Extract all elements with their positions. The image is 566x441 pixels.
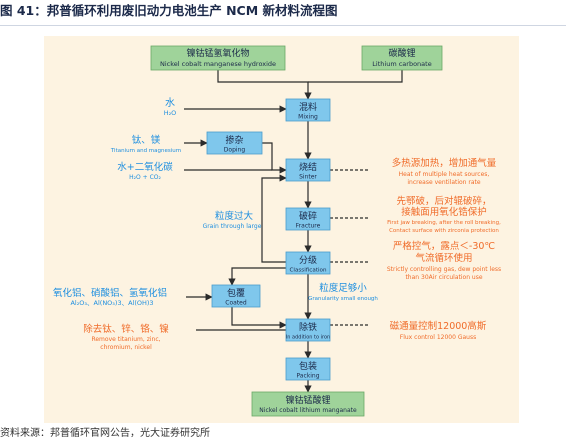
arrow-recycle-to-sinter <box>261 174 287 263</box>
product-zh: 镍钴锰酸锂 <box>285 394 330 406</box>
remove-metals-label: 除去钛、锌、铬、镍 Remove titanium, zinc, chromiu… <box>83 323 169 351</box>
note-air-en-2: than 30Air circulation use <box>405 274 482 281</box>
coated-box: 包覆 Coated <box>211 284 261 308</box>
note-air-zh-2: 气流循环使用 <box>415 252 472 264</box>
input-grain-small-zh: 粒度足够小 <box>319 282 367 294</box>
source-note: 资料来源：邦普循环官网公告，光大证券研究所 <box>0 428 210 439</box>
classification-zh: 分级 <box>299 254 317 266</box>
process-notes: 多热源加热，增加通气量 Heat of multiple heat source… <box>387 157 501 341</box>
fracture-zh: 破碎 <box>299 210 317 222</box>
note-jaw-en-2: Contact surface with zirconia protection <box>389 228 499 234</box>
input-ti-mg-zh: 钛、镁 <box>132 134 161 146</box>
line-lithium-to-mixing <box>308 70 403 83</box>
input-grain-large-en: Grain through large <box>203 223 262 230</box>
input-water-zh: 水 <box>165 97 175 109</box>
input-al-compounds-en: Al₂O₃、Al(NO₃)3、Al(OH)3 <box>70 299 153 307</box>
figure-title: 图 41：邦普循环利用废旧动力电池生产 NCM 新材料流程图 <box>0 3 338 18</box>
classification-en: Classification <box>289 268 326 274</box>
input-ti-mg-en: Titanium and magnesium <box>110 148 181 154</box>
diagram-panel <box>44 36 519 423</box>
hydroxide-box: 镍钴锰氢氧化物 Nickel cobalt manganese hydroxid… <box>150 45 286 71</box>
mixing-zh: 混料 <box>299 101 317 113</box>
coated-zh: 包覆 <box>227 287 245 299</box>
note-heat-zh: 多热源加热，增加通气量 <box>392 157 497 169</box>
iron-removal-box: 除铁 In addition to iron <box>285 318 331 342</box>
coated-en: Coated <box>225 300 247 307</box>
lithium-carbonate-box: 碳酸锂 Lithium carbonate <box>361 45 443 71</box>
input-labels: 水 H₂O 钛、镁 Titanium and magnesium 水+二氧化碳 … <box>53 97 378 307</box>
mixing-box: 混料 Mixing <box>285 98 331 122</box>
lithium-carbonate-zh: 碳酸锂 <box>388 47 415 59</box>
input-al-compounds-zh: 氧化铝、硝酸铝、氢氧化铝 <box>53 287 167 299</box>
note-heat-en-2: increase ventilation rate <box>407 179 481 186</box>
line-hydroxide-to-mixing <box>217 70 312 100</box>
input-water-co2-zh: 水+二氧化碳 <box>117 161 173 173</box>
hydroxide-zh: 镍钴锰氢氧化物 <box>186 47 249 59</box>
input-remove-metals-en-2: chromium, nickel <box>100 344 152 351</box>
product-en: Nickel cobalt lithium manganate <box>259 407 357 414</box>
packing-en: Packing <box>296 373 319 380</box>
input-water-co2-en: H₂O + CO₂ <box>129 174 161 181</box>
mixing-en: Mixing <box>298 114 318 121</box>
iron-removal-en: In addition to iron <box>286 335 330 341</box>
fracture-en: Fracture <box>296 223 321 230</box>
connectors <box>184 70 403 393</box>
classification-box: 分级 Classification <box>285 251 331 275</box>
note-flux-zh: 磁通量控制12000高斯 <box>390 320 487 332</box>
doping-box: 掺杂 Doping <box>206 131 263 155</box>
sinter-box: 烧结 Sinter <box>285 158 331 182</box>
note-jaw-zh-2: 接触面用氧化锆保护 <box>401 206 487 218</box>
note-air-zh-1: 严格控气，露点＜-30℃ <box>393 240 496 252</box>
arrow-doping-to-sinter <box>262 142 287 174</box>
input-grain-small-en: Granularity small enough <box>308 296 378 302</box>
arrow-classification-to-coated <box>228 267 286 286</box>
sinter-zh: 烧结 <box>299 161 317 173</box>
note-jaw-en-1: First jaw breaking, after the roll break… <box>387 220 501 226</box>
input-remove-metals-zh: 除去钛、锌、铬、镍 <box>83 323 169 335</box>
input-water-en: H₂O <box>164 109 177 117</box>
hydroxide-en: Nickel cobalt manganese hydroxide <box>160 60 276 68</box>
lithium-carbonate-en: Lithium carbonate <box>372 60 431 68</box>
doping-zh: 掺杂 <box>225 134 243 146</box>
sinter-en: Sinter <box>299 174 317 181</box>
product-box: 镍钴锰酸锂 Nickel cobalt lithium manganate <box>251 391 365 417</box>
fracture-box: 破碎 Fracture <box>285 207 331 231</box>
note-heat-en-1: Heat of multiple heat sources, <box>399 171 490 178</box>
input-grain-large-zh: 粒度过大 <box>215 210 254 222</box>
note-flux-en: Flux control 12000 Gauss <box>400 334 476 341</box>
doping-en: Doping <box>224 147 246 154</box>
packing-zh: 包装 <box>299 360 317 372</box>
input-remove-metals-en-1: Remove titanium, zinc, <box>91 336 160 343</box>
packing-box: 包装 Packing <box>285 357 331 381</box>
title-divider <box>0 25 566 26</box>
note-air-en-1: Strictly controlling gas, dew point less <box>387 266 501 273</box>
iron-removal-zh: 除铁 <box>299 321 317 333</box>
note-jaw-zh-1: 先鄂破，后对辊破碎， <box>396 195 491 207</box>
arrow-coated-to-iron-removal <box>231 307 287 329</box>
